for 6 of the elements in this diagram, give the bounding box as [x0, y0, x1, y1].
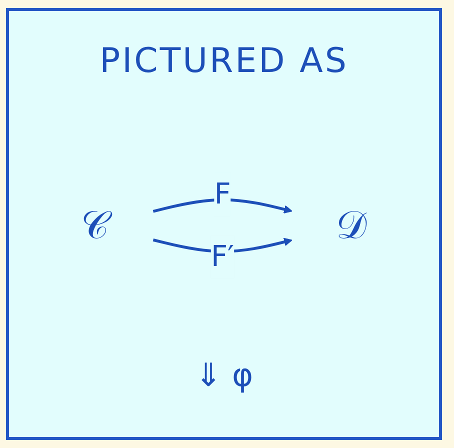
- edge-label: F′: [210, 240, 234, 274]
- node-text: 𝒟: [336, 204, 368, 248]
- arrow: [152, 198, 292, 214]
- title: PICTURED AS: [98, 41, 350, 81]
- edge-label: F: [214, 178, 231, 212]
- natural-transformation-label: ⇓ φ: [194, 356, 254, 394]
